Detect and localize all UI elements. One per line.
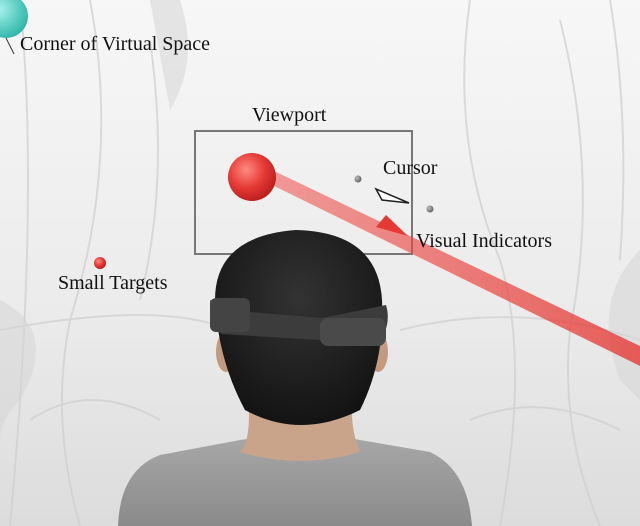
pointing-ray: [262, 170, 640, 366]
visual-indicator-arrow-icon: [376, 215, 408, 236]
cursor-icon: [374, 187, 410, 204]
corner-label: Corner of Virtual Space: [20, 33, 211, 55]
large-target-sphere: [228, 153, 276, 201]
distractor-dot: [354, 175, 362, 183]
small-targets-label: Small Targets: [58, 272, 168, 294]
viewport-label: Viewport: [252, 104, 327, 126]
headset-side-pad: [210, 298, 250, 332]
visual-indicators-label: Visual Indicators: [416, 230, 552, 252]
cursor-label: Cursor: [383, 157, 438, 179]
corner-label-pointer: [5, 37, 15, 55]
corner-sphere: [0, 0, 28, 38]
fabric-shadows: [0, 0, 640, 440]
participant-shirt: [118, 435, 472, 526]
headset-rear-pad: [320, 318, 386, 346]
small-target-sphere: [94, 257, 106, 269]
distractor-dot: [426, 205, 434, 213]
